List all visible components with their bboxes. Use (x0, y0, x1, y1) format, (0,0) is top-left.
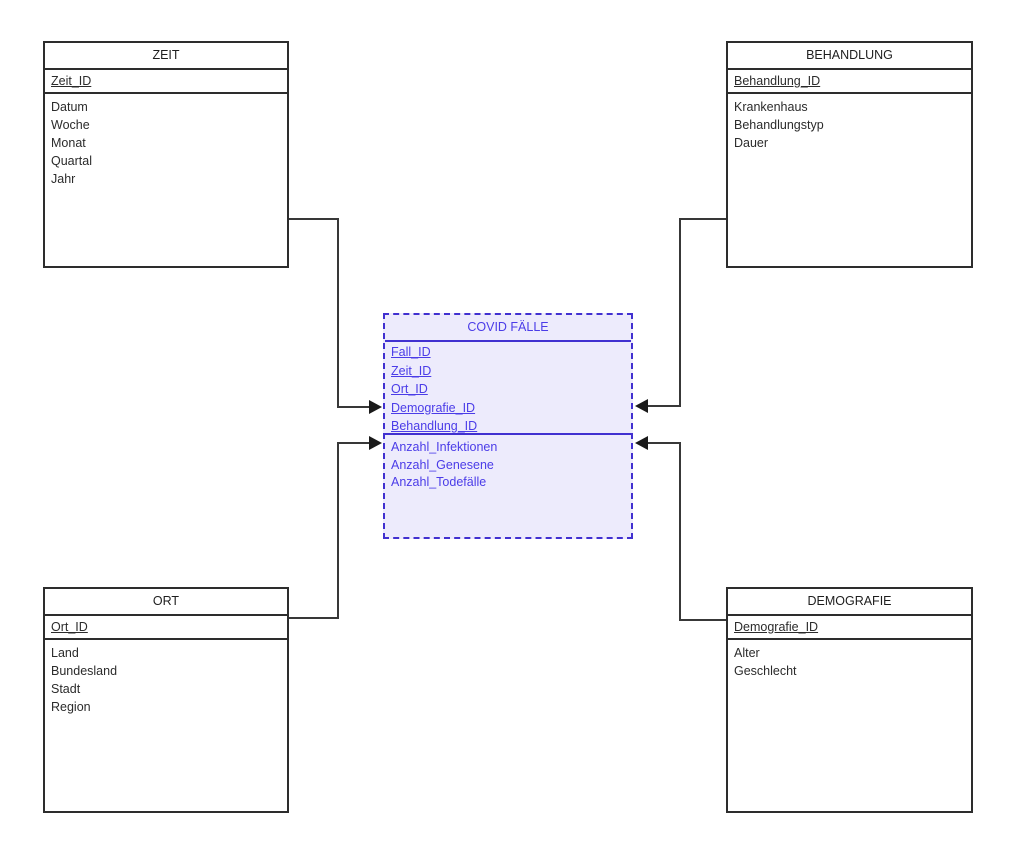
foreign-key-row: Ort_ID (391, 382, 428, 396)
attribute-row: Jahr (51, 172, 76, 186)
attribute-row: Dauer (734, 136, 769, 150)
attribute-row: Quartal (51, 154, 92, 168)
connector-zeit-fact (289, 218, 369, 408)
attribute-row: Alter (734, 646, 760, 660)
connector-ort-fact (289, 442, 369, 619)
primary-key-field: Behandlung_ID (734, 74, 821, 88)
primary-key-field: Zeit_ID (51, 74, 92, 88)
measure-row: Anzahl_Todefälle (391, 475, 487, 489)
primary-key-field: Ort_ID (51, 620, 88, 634)
primary-key-row: Demografie_ID (728, 616, 971, 640)
fact-table-covid-faelle: COVID FÄLLE Fall_ID Zeit_ID Ort_ID Demograf… (383, 313, 633, 539)
connector-behandlung-fact (648, 218, 726, 407)
attribute-row: Geschlecht (734, 664, 797, 678)
attribute-row: Region (51, 700, 91, 714)
connector-demografie-fact (648, 442, 726, 621)
primary-key-field: Demografie_ID (734, 620, 819, 634)
foreign-key-row: Behandlung_ID (391, 419, 478, 433)
attribute-row: Woche (51, 118, 90, 132)
attribute-row: Monat (51, 136, 86, 150)
foreign-key-row: Fall_ID (391, 345, 431, 359)
table-title: ORT (45, 589, 287, 616)
primary-key-row: Ort_ID (45, 616, 287, 640)
foreign-key-row: Demografie_ID (391, 400, 476, 415)
table-title: COVID FÄLLE (385, 315, 631, 342)
arrowhead-demografie-fact-icon (635, 436, 648, 450)
attribute-row: Land (51, 646, 79, 660)
attribute-row: Behandlungstyp (734, 118, 824, 132)
attribute-row: Datum (51, 100, 88, 114)
table-title: DEMOGRAFIE (728, 589, 971, 616)
measure-row: Anzahl_Infektionen (391, 440, 498, 454)
foreign-key-row: Zeit_ID (391, 363, 432, 378)
arrowhead-zeit-fact-icon (369, 400, 382, 414)
attribute-row: Stadt (51, 682, 81, 696)
primary-key-row: Zeit_ID (45, 70, 287, 94)
table-title: ZEIT (45, 43, 287, 70)
primary-key-row: Behandlung_ID (728, 70, 971, 94)
attribute-row: Krankenhaus (734, 100, 808, 114)
arrowhead-ort-fact-icon (369, 436, 382, 450)
arrowhead-behandlung-fact-icon (635, 399, 648, 413)
foreign-key-list: Fall_ID Zeit_ID Ort_ID Demografie_ID Behandl… (385, 342, 631, 435)
table-title: BEHANDLUNG (728, 43, 971, 70)
attribute-row: Bundesland (51, 664, 118, 678)
measure-row: Anzahl_Genesene (391, 457, 494, 472)
